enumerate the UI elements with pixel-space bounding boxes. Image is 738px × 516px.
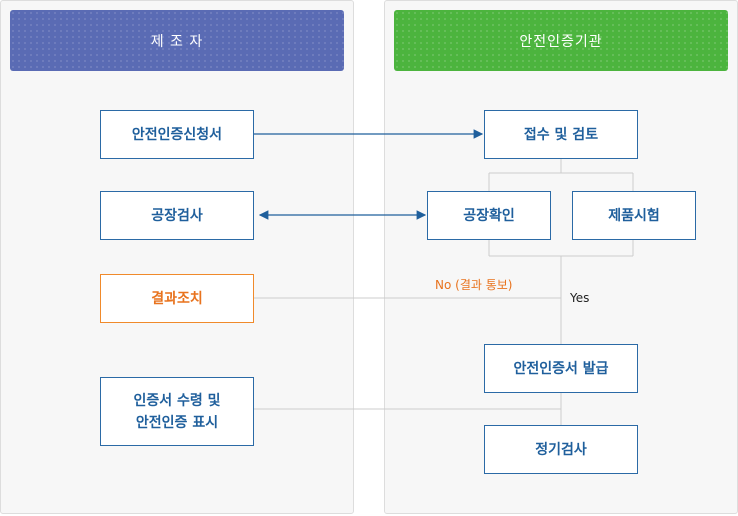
receipt-review-box: 접수 및 검토 <box>484 110 638 159</box>
factory-inspection-label: 공장검사 <box>151 207 203 224</box>
corrective-action-label: 결과조치 <box>151 290 203 307</box>
receive-cert-label-line2: 안전인증 표시 <box>135 414 219 431</box>
issue-cert-box: 안전인증서 발급 <box>484 344 638 393</box>
periodic-inspection-box: 정기검사 <box>484 425 638 474</box>
apply-box: 안전인증신청서 <box>100 110 254 159</box>
receive-cert-label-line1: 인증서 수령 및 <box>133 392 221 409</box>
no-result-label: No (결과 통보) <box>435 278 513 292</box>
receipt-review-label: 접수 및 검토 <box>523 126 599 143</box>
factory-check-label: 공장확인 <box>463 207 515 224</box>
factory-inspection-box: 공장검사 <box>100 191 254 240</box>
manufacturer-header: 제 조 자 <box>10 10 344 71</box>
factory-check-box: 공장확인 <box>427 191 551 240</box>
corrective-action-box: 결과조치 <box>100 274 254 323</box>
yes-label: Yes <box>570 291 590 305</box>
product-test-box: 제품시험 <box>572 191 696 240</box>
apply-label: 안전인증신청서 <box>131 126 223 143</box>
issue-cert-label: 안전인증서 발급 <box>513 360 609 377</box>
certification-agency-header: 안전인증기관 <box>394 10 728 71</box>
product-test-label: 제품시험 <box>608 207 660 224</box>
receive-cert-box: 인증서 수령 및 안전인증 표시 <box>100 377 254 446</box>
periodic-inspection-label: 정기검사 <box>535 441 587 458</box>
